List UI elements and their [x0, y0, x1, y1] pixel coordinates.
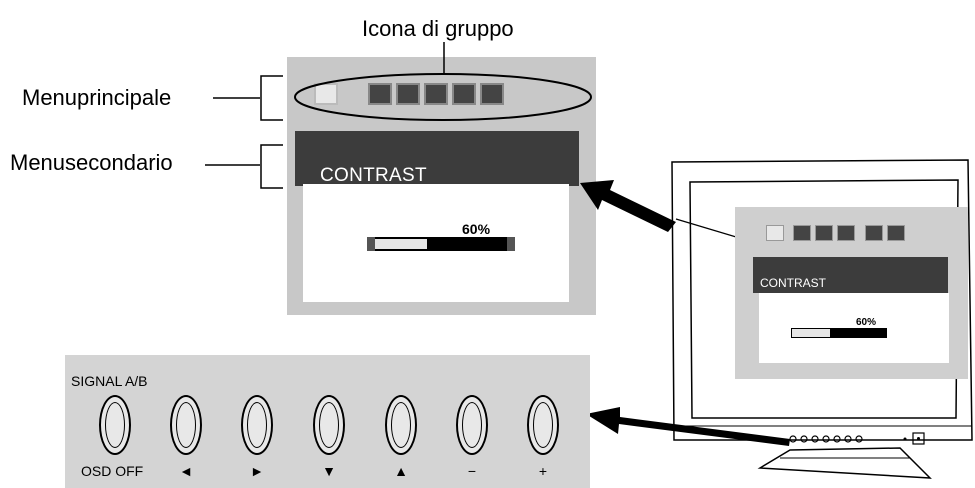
down-button[interactable] [313, 395, 345, 455]
minus-icon: − [467, 463, 477, 479]
main-menu-label: Menuprincipale [22, 85, 172, 110]
right-icon: ► [250, 463, 264, 479]
screen-contrast-percent: 60% [856, 317, 877, 328]
geometry-icon[interactable] [396, 83, 420, 105]
monitor-front-buttons [789, 432, 925, 445]
up-button[interactable] [385, 395, 417, 455]
osd-panel: CONTRAST 60% [287, 57, 596, 315]
arrow-to-osd [580, 180, 676, 232]
tools-icon-small [887, 225, 905, 241]
position-icon-small [865, 225, 883, 241]
contrast-slider[interactable] [367, 237, 515, 251]
right-button[interactable] [241, 395, 273, 455]
color-icon-small [837, 225, 855, 241]
size-icon-small [793, 225, 811, 241]
geometry-icon-small [815, 225, 833, 241]
group-icon-label: Icona di gruppo [362, 16, 514, 41]
monitor-screen-osd: CONTRAST 60% [735, 207, 968, 379]
arrow-to-buttons [586, 407, 790, 446]
osd-off-label: OSD OFF [81, 463, 144, 479]
sub-menu-bracket [260, 144, 283, 189]
picture-icon[interactable] [314, 83, 338, 105]
plus-button[interactable] [527, 395, 559, 455]
monitor-stand [757, 447, 932, 479]
left-icon: ◄ [179, 463, 193, 479]
plus-icon: + [538, 463, 548, 479]
left-button[interactable] [170, 395, 202, 455]
picture-icon-small [766, 225, 784, 241]
color-icon[interactable] [424, 83, 448, 105]
down-icon: ▼ [322, 463, 336, 479]
contrast-percent: 60% [462, 221, 491, 237]
screen-slider-fill [829, 329, 886, 337]
screen-contrast-slider [791, 328, 887, 338]
button-panel: SIGNAL A/B OSD OFF ◄ ► ▼ ▲ − + [65, 355, 590, 488]
main-menu-bracket [260, 75, 283, 121]
toolbar-highlight-ellipse [294, 73, 592, 121]
minus-button[interactable] [456, 395, 488, 455]
tools-icon[interactable] [480, 83, 504, 105]
slider-fill [426, 239, 513, 249]
screen-submenu-title: CONTRAST [760, 276, 826, 290]
size-icon[interactable] [368, 83, 392, 105]
slider-right-cap [507, 237, 515, 251]
osd-sub-menu [295, 131, 579, 186]
slider-left-cap [367, 237, 375, 251]
osd-off-button[interactable] [99, 395, 131, 455]
sub-menu-label: Menusecondario [10, 150, 173, 175]
up-icon: ▲ [394, 463, 408, 479]
submenu-title: CONTRAST [320, 165, 427, 186]
screen-sub-menu [753, 257, 948, 293]
position-icon[interactable] [452, 83, 476, 105]
signal-ab-label: SIGNAL A/B [71, 373, 148, 389]
